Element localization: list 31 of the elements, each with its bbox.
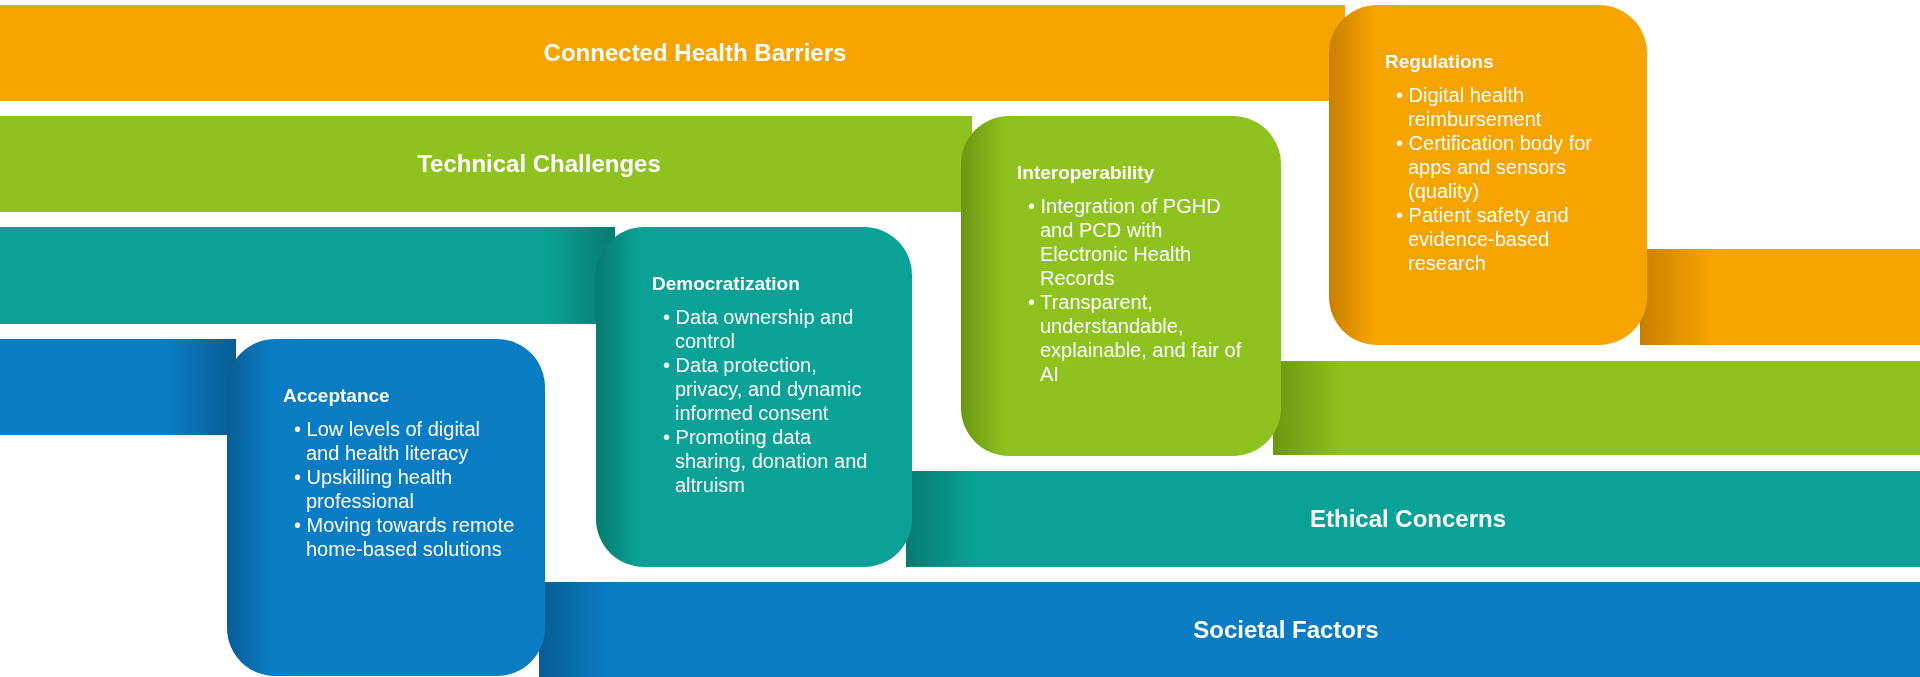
- bullet-item: • Transparent, understandable, explainable, and fair of AI: [1027, 290, 1243, 386]
- card-heading: Interoperability: [1017, 162, 1156, 184]
- ribbon-band: [0, 116, 972, 212]
- card-heading: Regulations: [1385, 51, 1495, 73]
- bullet-item: • Moving towards remote home-based solutions: [293, 513, 515, 561]
- ribbon-band: [906, 471, 1920, 567]
- bullet-item: • Integration of PGHD and PCD with Electronic Health Records: [1027, 194, 1222, 290]
- bullet-item: • Data ownership and control: [662, 305, 855, 353]
- band-title: Connected Health Barriers: [543, 39, 847, 67]
- bullet-item: • Certification body for apps and sensors (quality): [1395, 131, 1593, 203]
- bullet-item: • Data protection, privacy, and dynamic informed consent: [662, 353, 863, 425]
- band-title: Technical Challenges: [417, 150, 661, 178]
- card-heading: Acceptance: [283, 385, 391, 407]
- band-title: Societal Factors: [1193, 615, 1379, 644]
- bullet-item: • Promoting data sharing, donation and altruism: [662, 425, 869, 497]
- ribbon-card: [1329, 5, 1647, 345]
- ribbon-band: [0, 5, 1345, 101]
- bullet-item: • Upskilling health professional: [293, 465, 454, 513]
- ribbon-card: [596, 227, 912, 567]
- bullet-item: • Patient safety and evidence-based research: [1395, 203, 1570, 275]
- bullet-item: • Low levels of digital and health literacy: [293, 417, 481, 465]
- ribbon-band: [1273, 361, 1920, 455]
- ribbon-band: [0, 339, 236, 435]
- ribbon-card: [961, 116, 1281, 456]
- ribbon-band: [0, 227, 615, 324]
- card-heading: Democratization: [652, 273, 801, 295]
- ribbon-band: [539, 582, 1920, 677]
- bullet-item: • Digital health reimbursement: [1395, 83, 1543, 131]
- band-title: Ethical Concerns: [1309, 505, 1507, 533]
- ribbon-card: [227, 339, 545, 676]
- ribbon-band: [1640, 249, 1920, 345]
